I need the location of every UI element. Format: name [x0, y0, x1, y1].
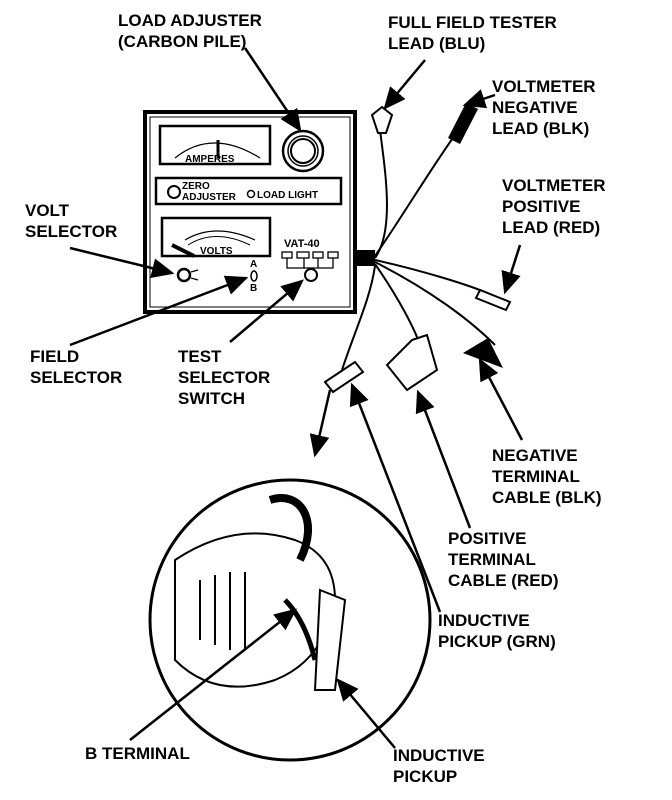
callout-full-field-tester-lead: FULL FIELD TESTER LEAD (BLU) [388, 12, 557, 54]
test-leads [341, 129, 496, 371]
callout-line: POSITIVE [448, 529, 527, 548]
alternator-detail-view [148, 478, 432, 762]
callout-line: LEAD (BLU) [388, 34, 486, 53]
callout-line: INDUCTIVE [393, 746, 485, 765]
load-adjuster-knob[interactable] [281, 129, 325, 173]
callout-line: POSITIVE [502, 197, 581, 216]
callout-line: CABLE (RED) [448, 571, 559, 590]
callout-voltmeter-negative-lead: VOLTMETER NEGATIVE LEAD (BLK) [492, 76, 596, 139]
callout-test-selector-switch: TEST SELECTOR SWITCH [178, 346, 270, 409]
callout-line: VOLTMETER [492, 77, 596, 96]
callout-line: SELECTOR [30, 368, 123, 387]
field-selector-a: A [250, 259, 257, 270]
zero-adjuster-label-1: ZERO [182, 181, 210, 192]
callout-line: FIELD [30, 347, 80, 366]
callout-negative-terminal-cable: NEGATIVE TERMINAL CABLE (BLK) [492, 445, 602, 508]
callout-inductive-pickup-grn: INDUCTIVE PICKUP (GRN) [438, 610, 556, 652]
ammeter-label: AMPERES [185, 154, 235, 165]
callout-line: PICKUP [393, 767, 458, 786]
callout-voltmeter-positive-lead: VOLTMETER POSITIVE LEAD (RED) [502, 175, 606, 238]
model-label: VAT-40 [284, 238, 320, 250]
callout-load-adjuster: LOAD ADJUSTER (CARBON PILE) [118, 10, 262, 52]
zero-adjuster-label-2: ADJUSTER [182, 192, 237, 203]
callout-line: SELECTOR [178, 368, 271, 387]
load-light-indicator [246, 189, 256, 199]
callout-line: INDUCTIVE [438, 611, 530, 630]
zero-adjuster-knob[interactable] [167, 185, 181, 199]
callout-line: VOLT [25, 201, 70, 220]
callout-line: TEST [178, 347, 222, 366]
callout-field-selector: FIELD SELECTOR [30, 346, 122, 388]
callout-line: SELECTOR [25, 222, 118, 241]
callout-line: SWITCH [178, 389, 246, 408]
voltmeter: VOLTS [160, 216, 272, 258]
voltmeter-label: VOLTS [200, 246, 233, 257]
callout-positive-terminal-cable: POSITIVE TERMINAL CABLE (RED) [448, 528, 559, 591]
callout-line: VOLTMETER [502, 176, 606, 195]
callout-volt-selector: VOLT SELECTOR [25, 200, 117, 242]
callout-b-terminal: B TERMINAL [85, 743, 190, 764]
load-light-label: LOAD LIGHT [257, 190, 318, 201]
callout-inductive-pickup: INDUCTIVE PICKUP [393, 745, 485, 787]
callout-line: TERMINAL [448, 550, 536, 569]
callout-line: LOAD ADJUSTER [118, 11, 262, 30]
callout-arrows [69, 47, 524, 749]
callout-line: PICKUP (GRN) [438, 632, 556, 651]
callout-line: LEAD (RED) [502, 218, 601, 237]
volt-selector-knob[interactable] [176, 267, 199, 283]
field-selector-switch[interactable] [250, 270, 258, 282]
callout-line: FULL FIELD TESTER [388, 13, 557, 32]
ammeter: AMPERES [158, 124, 272, 166]
callout-line: NEGATIVE [492, 98, 578, 117]
callout-line: (CARBON PILE) [118, 32, 247, 51]
callout-line: B TERMINAL [85, 744, 190, 763]
callout-line: CABLE (BLK) [492, 488, 602, 507]
callout-line: LEAD (BLK) [492, 119, 590, 138]
cable-connector [355, 250, 375, 266]
tester-unit: AMPERES ZERO ADJUSTER LOAD LIGHT VOLTS A… [143, 110, 375, 314]
test-selector-switch[interactable] [281, 251, 339, 282]
callout-line: TERMINAL [492, 467, 580, 486]
field-selector-b: B [250, 283, 257, 294]
callout-line: NEGATIVE [492, 446, 578, 465]
